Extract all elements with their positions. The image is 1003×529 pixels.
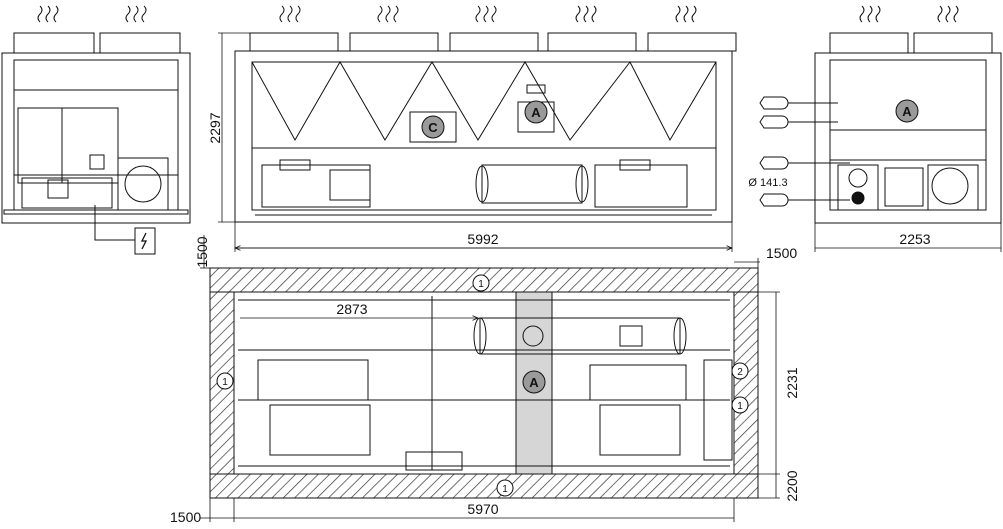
svg-text:1: 1 bbox=[737, 401, 743, 412]
callout-a: A bbox=[895, 99, 919, 123]
callout-1: 1 bbox=[731, 396, 749, 414]
heat-wave-icon bbox=[377, 5, 399, 23]
heat-wave-icon bbox=[125, 5, 147, 23]
fan bbox=[99, 32, 181, 54]
svg-text:C: C bbox=[428, 120, 438, 135]
dim-plan-depth bbox=[758, 291, 780, 475]
compressor bbox=[269, 404, 371, 456]
unit-frame bbox=[234, 50, 733, 223]
dim-side-depth-label: 2253 bbox=[899, 231, 930, 247]
callout-1: 1 bbox=[216, 372, 234, 390]
heat-wave-icon bbox=[575, 5, 597, 23]
evaporator bbox=[481, 164, 583, 204]
svg-text:A: A bbox=[531, 105, 541, 120]
dim-front-length-label: 5992 bbox=[467, 231, 498, 247]
service-clearance-right bbox=[733, 291, 759, 475]
fan bbox=[449, 32, 539, 52]
dim-plan-length-label: 5970 bbox=[467, 501, 498, 517]
dim-2873-label: 2873 bbox=[336, 301, 367, 317]
side-frame bbox=[1, 52, 191, 224]
svg-text:A: A bbox=[529, 375, 539, 390]
unit-footprint bbox=[233, 291, 735, 475]
dim-height bbox=[218, 32, 250, 223]
lightning-icon bbox=[140, 232, 148, 250]
pump bbox=[517, 101, 555, 133]
dim-clear-top bbox=[200, 235, 210, 269]
heat-wave-icon bbox=[937, 5, 959, 23]
flow-in-icon bbox=[759, 115, 789, 129]
dim-clear-top-label: 1500 bbox=[194, 236, 210, 267]
flow-out-icon bbox=[759, 96, 789, 110]
callout-1: 1 bbox=[496, 479, 514, 497]
electrical-panel bbox=[703, 359, 733, 461]
compressor bbox=[594, 164, 688, 208]
side-frame bbox=[814, 52, 1002, 224]
fan bbox=[249, 32, 339, 52]
compressor bbox=[927, 164, 979, 211]
fan bbox=[349, 32, 439, 52]
dim-height-label: 2297 bbox=[207, 112, 223, 143]
dim-clear-left-bottom-label: 1500 bbox=[170, 509, 201, 524]
fan bbox=[547, 32, 637, 52]
fan bbox=[647, 32, 737, 52]
service-clearance-bottom bbox=[209, 473, 759, 499]
dim-plan-depth-label: 2231 bbox=[784, 367, 800, 398]
svg-text:1: 1 bbox=[502, 484, 508, 495]
dim-clear-bottom-right-label: 2200 bbox=[784, 470, 800, 501]
front-view bbox=[234, 5, 737, 223]
svg-text:2: 2 bbox=[737, 367, 743, 378]
dim-clear-right-label: 1500 bbox=[766, 245, 797, 261]
heat-wave-icon bbox=[859, 5, 881, 23]
pump-box bbox=[409, 111, 457, 143]
flow-in-icon bbox=[759, 193, 789, 207]
dim-front-length bbox=[235, 222, 732, 252]
callout-c: C bbox=[421, 115, 445, 139]
dim-clear-right bbox=[734, 258, 760, 292]
flow-out-icon bbox=[759, 156, 789, 170]
dim-plan-length bbox=[200, 498, 735, 522]
svg-text:1: 1 bbox=[222, 377, 228, 388]
heat-wave-icon bbox=[675, 5, 697, 23]
heat-wave-icon bbox=[279, 5, 301, 23]
compressor bbox=[261, 164, 371, 208]
compressor bbox=[599, 404, 681, 456]
fan bbox=[913, 32, 993, 54]
fan bbox=[829, 32, 909, 54]
coil-truss bbox=[251, 60, 717, 142]
left-side-view bbox=[1, 5, 191, 255]
pipe-diameter-label: Ø 141.3 bbox=[748, 177, 787, 189]
heat-wave-icon bbox=[475, 5, 497, 23]
heat-wave-icon bbox=[37, 5, 59, 23]
dim-side-depth bbox=[814, 222, 1002, 252]
callout-a: A bbox=[524, 100, 548, 124]
electrical-panel bbox=[17, 107, 119, 184]
callout-a: A bbox=[522, 370, 546, 394]
svg-text:1: 1 bbox=[478, 279, 484, 290]
right-side-view bbox=[788, 5, 1002, 224]
plan-view: A 1 1 1 1 2 2873 bbox=[170, 235, 800, 525]
water-connection bbox=[837, 164, 879, 211]
compressor bbox=[257, 359, 369, 401]
dim-clear-bottom-right bbox=[758, 474, 780, 499]
svg-text:A: A bbox=[902, 104, 912, 119]
fan bbox=[13, 32, 95, 54]
evaporator bbox=[479, 317, 681, 355]
electrical-supply-box bbox=[134, 227, 156, 255]
compressor bbox=[589, 364, 687, 401]
callout-2: 2 bbox=[731, 362, 749, 380]
callout-1: 1 bbox=[472, 274, 490, 292]
